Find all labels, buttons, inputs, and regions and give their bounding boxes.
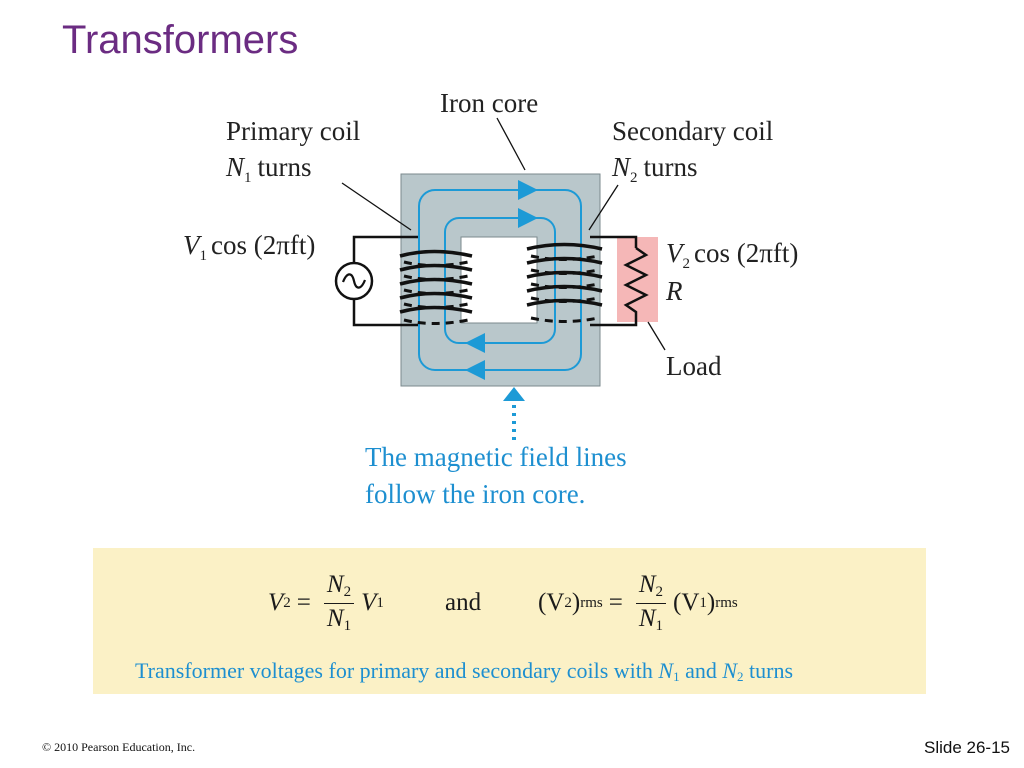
primary-wire (352, 235, 418, 263)
primary-wire (352, 299, 418, 327)
caption-line-2: follow the iron core. (365, 479, 585, 509)
primary-coil-label: Primary coil (226, 116, 360, 146)
turns-ratio-fraction: N2 N1 (635, 571, 667, 635)
turns-ratio-fraction: N2 N1 (323, 571, 355, 635)
iron-core-label: Iron core (440, 88, 538, 118)
caption-line-1: The magnetic field lines (365, 442, 627, 472)
leader-load (647, 321, 666, 351)
leader-primary (341, 182, 412, 231)
formula-caption: Transformer voltages for primary and sec… (135, 658, 794, 684)
resistor-label: R (665, 276, 683, 306)
resistor-icon (590, 246, 649, 327)
leader-iron-core (496, 117, 526, 171)
primary-coil (399, 249, 473, 325)
load-label: Load (666, 351, 722, 381)
secondary-coil-label: Secondary coil (612, 116, 773, 146)
copyright-notice: © 2010 Pearson Education, Inc. (42, 740, 196, 754)
leader-secondary (588, 184, 619, 231)
slide-title: Transformers (62, 18, 299, 62)
secondary-coil (526, 242, 603, 323)
equation-connector: and (445, 589, 482, 616)
secondary-wire (590, 235, 638, 248)
slide-number: Slide 26-15 (923, 738, 1010, 757)
